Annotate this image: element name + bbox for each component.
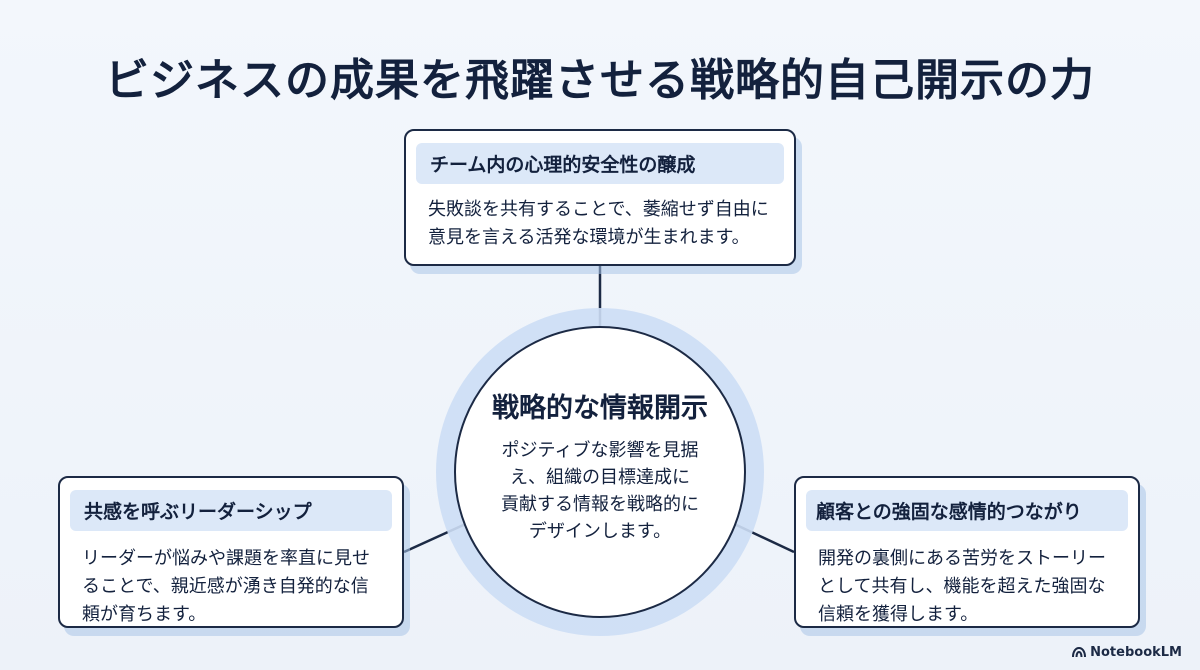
card-body: 失敗談を共有することで、萎縮せず自由に 意見を言える活発な環境が生まれます。	[428, 199, 769, 248]
card-body: リーダーが悩みや課題を率直に見せ ることで、親近感が湧き自発的な信 頼が育ちます…	[82, 548, 370, 625]
page-title: ビジネスの成果を飛躍させる戦略的自己開示の力	[105, 55, 1095, 106]
card-heading: チーム内の心理的安全性の醸成	[416, 143, 784, 184]
card-heading: 顧客との強固な感情的つながり	[806, 490, 1128, 531]
center-node: 戦略的な情報開示 ポジティブな影響を見据 え、組織の目標達成に 貢献する情報を戦…	[454, 326, 746, 618]
notebooklm-logo-icon	[1072, 647, 1087, 658]
center-body: ポジティブな影響を見据 え、組織の目標達成に 貢献する情報を戦略的に デザインし…	[501, 440, 699, 542]
card-empathetic-leadership: 共感を呼ぶリーダーシップ リーダーが悩みや課題を率直に見せ ることで、親近感が湧…	[58, 476, 404, 628]
card-psychological-safety: チーム内の心理的安全性の醸成 失敗談を共有することで、萎縮せず自由に 意見を言え…	[404, 129, 796, 266]
brand-watermark: NotebookLM	[1072, 645, 1182, 660]
card-customer-connection: 顧客との強固な感情的つながり 開発の裏側にある苦労をストーリー として共有し、機…	[794, 476, 1140, 628]
center-title: 戦略的な情報開示	[492, 393, 708, 424]
card-body: 開発の裏側にある苦労をストーリー として共有し、機能を超えた強固な 信頼を獲得し…	[818, 548, 1106, 625]
brand-label: NotebookLM	[1090, 645, 1182, 660]
card-heading: 共感を呼ぶリーダーシップ	[70, 490, 392, 531]
